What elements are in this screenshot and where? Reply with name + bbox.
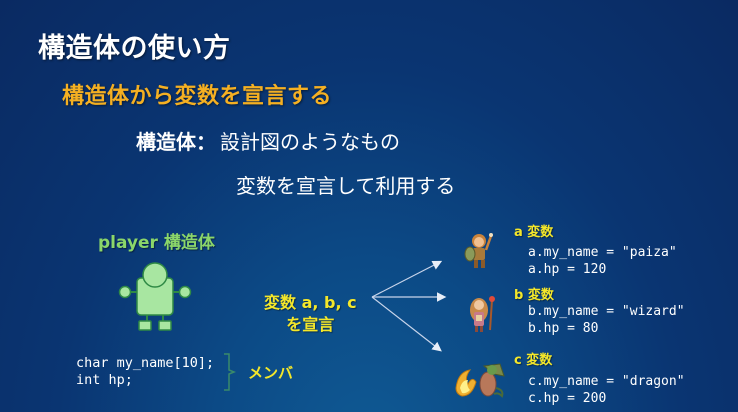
slide-title: 構造体の使い方	[38, 33, 231, 64]
declare-line-2: を宣言	[286, 315, 335, 334]
code-line: char my_name[10];	[76, 355, 215, 371]
variable-a-title: a 変数	[514, 225, 554, 240]
variable-c-block: c 変数 c.my_name = "dragon" c.hp = 200	[514, 349, 685, 407]
variable-a-block: a 変数 a.my_name = "paiza" a.hp = 120	[514, 221, 677, 278]
slide-subtitle: 構造体から変数を宣言する	[62, 84, 333, 109]
member-label: メンバ	[248, 364, 294, 382]
robot-icon	[118, 262, 192, 331]
code-line: c.hp = 200	[528, 391, 607, 406]
hero-sprite-icon	[464, 233, 493, 268]
declare-label: 変数 a, b, c を宣言	[264, 292, 357, 336]
code-line: int hp;	[76, 372, 133, 388]
definition-term: 構造体：	[136, 130, 216, 154]
struct-label: player 構造体	[98, 233, 215, 253]
dragon-sprite-icon	[455, 363, 505, 398]
declare-line-1: 変数 a, b, c	[264, 293, 357, 312]
struct-members-code: char my_name[10]; int hp;	[76, 355, 214, 389]
definition-line: 構造体：設計図のようなもの	[136, 126, 400, 155]
brace-icon	[224, 353, 237, 391]
variable-a-code: a.my_name = "paiza" a.hp = 120	[528, 244, 677, 278]
variable-b-block: b 変数 b.my_name = "wizard" b.hp = 80	[514, 284, 685, 337]
code-line: b.hp = 80	[528, 321, 599, 336]
definition-description: 設計図のようなもの	[220, 130, 400, 154]
code-line: a.hp = 120	[528, 262, 607, 277]
code-line: c.my_name = "dragon"	[528, 374, 685, 389]
variable-c-code: c.my_name = "dragon" c.hp = 200	[528, 373, 685, 407]
code-line: b.my_name = "wizard"	[528, 304, 685, 319]
wizard-sprite-icon	[470, 296, 495, 332]
variable-c-title: c 変数	[514, 353, 553, 368]
variable-b-code: b.my_name = "wizard" b.hp = 80	[528, 303, 685, 337]
variable-b-title: b 変数	[514, 288, 554, 303]
arrows-icon	[371, 260, 447, 352]
code-line: a.my_name = "paiza"	[528, 245, 677, 260]
definition-line-2: 変数を宣言して利用する	[236, 174, 456, 198]
